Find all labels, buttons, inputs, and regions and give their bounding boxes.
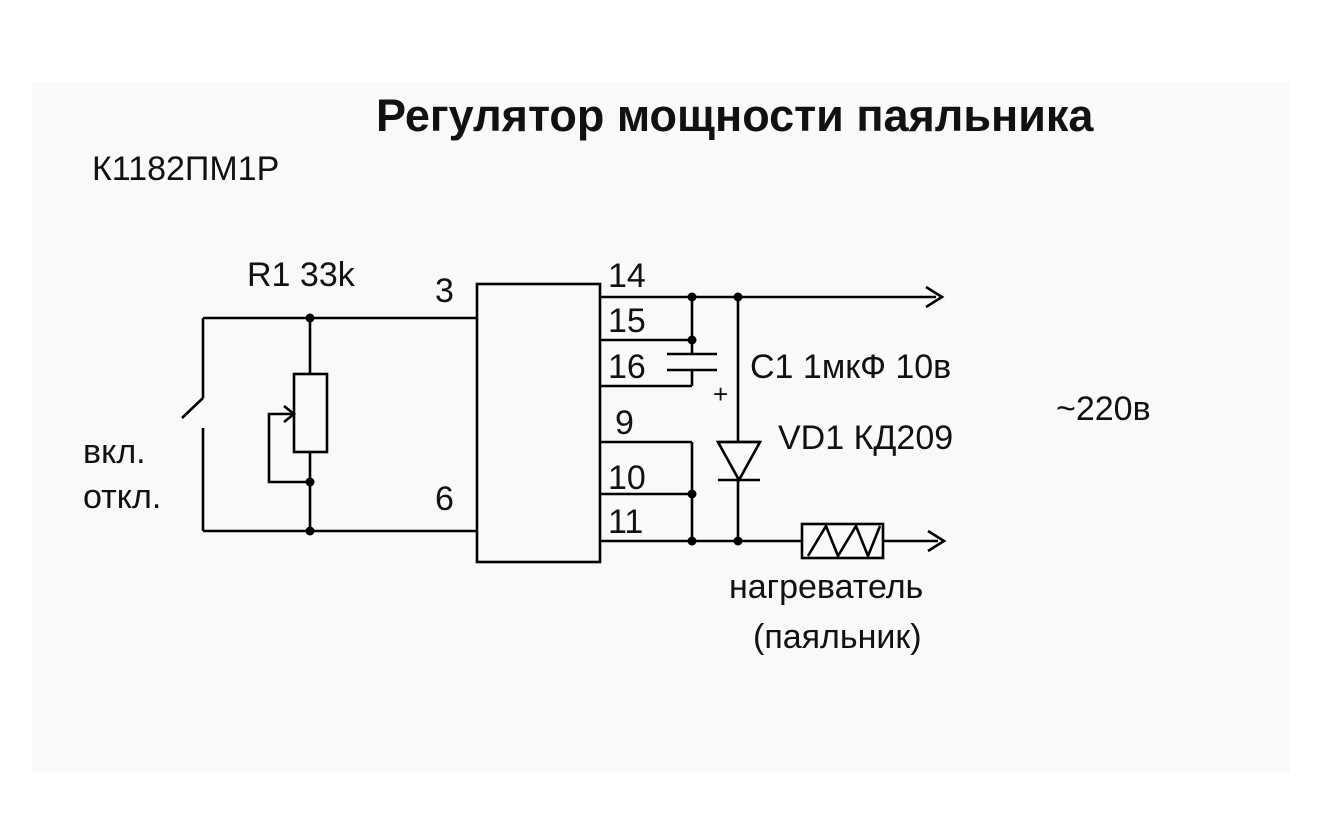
junction-dot — [305, 477, 315, 487]
capacitor-polarity-mark: + — [713, 379, 728, 409]
mains-arrow-bottom — [927, 529, 947, 553]
diode-label: VD1 КД209 — [778, 419, 953, 457]
mains-arrow-top — [925, 285, 945, 309]
junction-dot — [687, 292, 697, 302]
pin-label-6: 6 — [435, 480, 454, 518]
pin-label-14: 14 — [608, 257, 646, 295]
pin-label-11: 11 — [608, 503, 643, 541]
heater-sublabel: (паяльник) — [753, 618, 922, 656]
junction-dot — [687, 489, 697, 499]
chip-label: К1182ПМ1Р — [92, 150, 279, 188]
junction-dot — [305, 526, 315, 536]
power-switch — [181, 318, 205, 531]
junction-dot — [733, 292, 743, 302]
mains-voltage-label: ~220в — [1056, 390, 1151, 428]
switch-label-on: вкл. — [83, 433, 146, 471]
resistor-label: R1 33k — [247, 256, 356, 294]
heater-label: нагреватель — [729, 568, 923, 606]
junction-dot — [305, 313, 315, 323]
schematic-background — [32, 82, 1290, 772]
heater-element — [800, 522, 885, 560]
switch-label-off: откл. — [83, 478, 161, 516]
junction-dot — [733, 536, 743, 546]
pin-label-3: 3 — [435, 272, 454, 310]
capacitor-label: C1 1мкФ 10в — [750, 348, 951, 386]
diagram-title: Регулятор мощности паяльника — [376, 90, 1094, 141]
ic-body — [475, 282, 602, 564]
diode-vd1 — [715, 297, 763, 541]
pin-label-10: 10 — [608, 459, 646, 497]
pin-label-16: 16 — [608, 348, 646, 386]
junction-dot — [687, 536, 697, 546]
pin-label-15: 15 — [608, 302, 646, 340]
junction-dot — [687, 335, 697, 345]
pin-label-9: 9 — [615, 404, 634, 442]
potentiometer-r1 — [267, 318, 329, 531]
